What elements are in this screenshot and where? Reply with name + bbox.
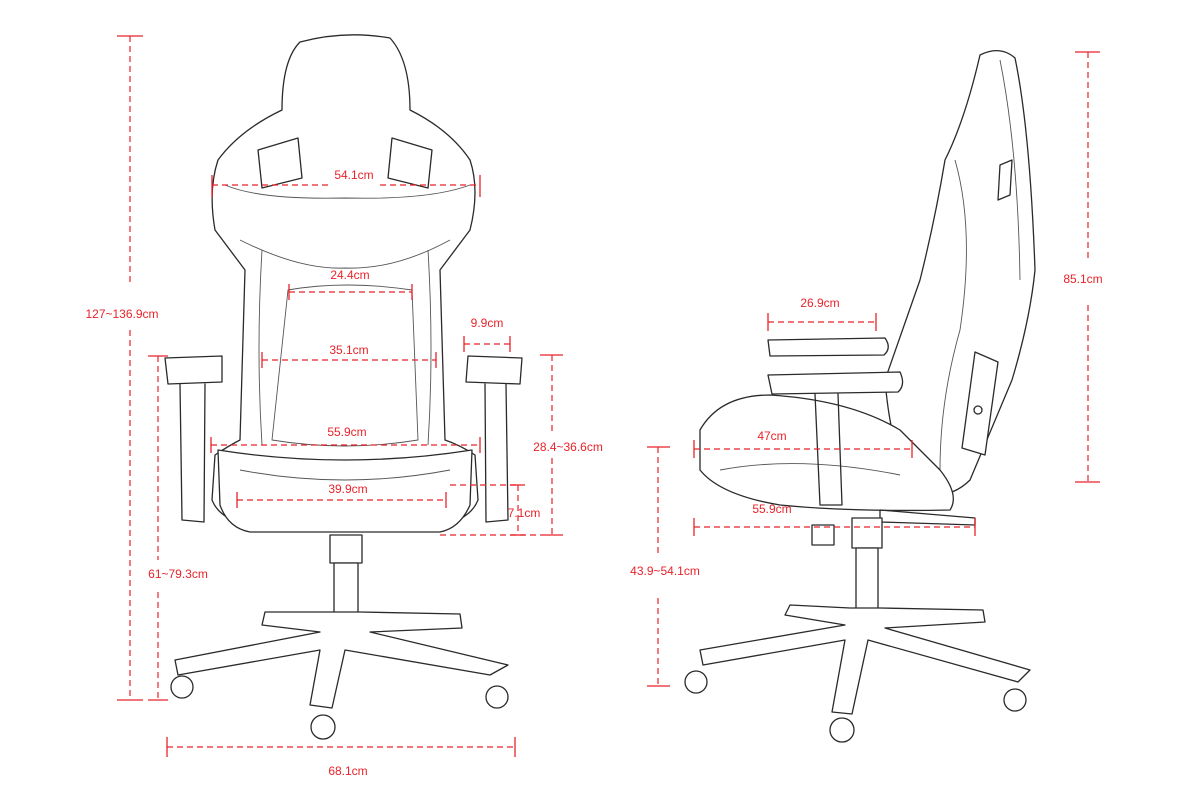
- label-seat-depth: 47cm: [757, 429, 786, 443]
- side-base: [699, 604, 1031, 715]
- side-armrest-frame: [767, 371, 904, 395]
- front-caster-center: [310, 714, 336, 740]
- side-backrest: [884, 50, 1036, 496]
- dim-backrest-width: 35.1cm: [261, 343, 437, 368]
- side-seat: [699, 394, 954, 512]
- label-armrest-width: 9.9cm: [471, 316, 504, 330]
- dim-seat-floor-height: 43.9~54.1cm: [630, 446, 700, 687]
- left-armrest: [164, 355, 223, 385]
- label-seat-side-height: 7.1cm: [508, 506, 541, 520]
- label-armrest-pad-length: 26.9cm: [800, 296, 839, 310]
- front-view-chair: [164, 34, 523, 740]
- label-seat-floor-height: 43.9~54.1cm: [630, 564, 700, 578]
- label-seat-total-depth: 55.9cm: [752, 502, 791, 516]
- dim-seat-outer-width: 55.9cm: [210, 425, 481, 453]
- label-base-width: 68.1cm: [328, 764, 367, 778]
- dim-armrest-floor-height: 61~79.3cm: [148, 355, 208, 701]
- dim-total-height: 127~136.9cm: [85, 35, 159, 701]
- label-armrest-floor-height: 61~79.3cm: [148, 567, 208, 581]
- side-gas-lift: [855, 547, 879, 611]
- dim-base-width: 68.1cm: [166, 737, 516, 778]
- dim-headrest-width: 54.1cm: [211, 168, 481, 197]
- front-gas-lift: [333, 562, 359, 616]
- dim-seat-total-depth: 55.9cm: [693, 502, 976, 536]
- side-caster-right: [1003, 688, 1027, 712]
- front-seat: [217, 449, 473, 533]
- label-total-height: 127~136.9cm: [85, 307, 158, 321]
- dim-seat-depth: 47cm: [693, 429, 913, 458]
- right-armrest: [465, 355, 523, 385]
- dim-backrest-height: 85.1cm: [1063, 51, 1103, 483]
- dim-armrest-pad-length: 26.9cm: [767, 296, 877, 331]
- dim-seat-side-height: 7.1cm: [450, 484, 541, 536]
- side-armrest-top: [767, 337, 889, 357]
- label-seat-outer-width: 55.9cm: [327, 425, 366, 439]
- right-headrest-slot: [387, 137, 433, 189]
- label-seat-inner-width: 39.9cm: [328, 482, 367, 496]
- label-lumbar-width: 24.4cm: [330, 268, 369, 282]
- side-recline-box: [961, 351, 999, 456]
- label-armrest-height-adjust: 28.4~36.6cm: [533, 440, 603, 454]
- front-base: [174, 611, 509, 709]
- dim-armrest-width: 9.9cm: [463, 316, 511, 352]
- side-caster-left: [684, 670, 708, 694]
- front-caster-left: [170, 675, 194, 699]
- left-headrest-slot: [257, 137, 303, 189]
- side-caster-center: [829, 717, 855, 743]
- dim-lumbar-width: 24.4cm: [288, 268, 413, 300]
- label-headrest-width: 54.1cm: [334, 168, 373, 182]
- label-backrest-width: 35.1cm: [329, 343, 368, 357]
- front-caster-right: [485, 685, 509, 709]
- dim-seat-inner-width: 39.9cm: [236, 482, 447, 508]
- front-gas-lift-top: [329, 534, 363, 564]
- side-view-chair: [684, 50, 1036, 743]
- side-gas-lift-top: [851, 517, 883, 549]
- label-backrest-height: 85.1cm: [1063, 272, 1102, 286]
